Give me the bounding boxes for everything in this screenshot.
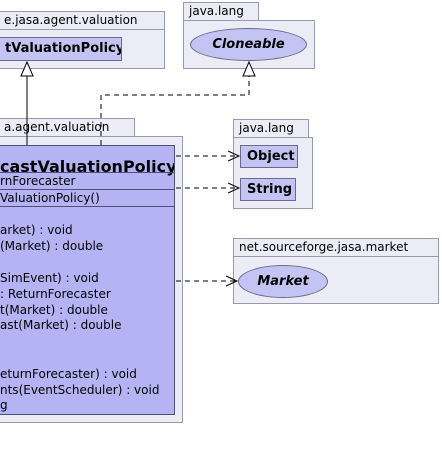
field-row: rnForecaster: [0, 174, 76, 188]
method-row: arket) : void: [0, 223, 73, 237]
realization-arrow: [100, 60, 256, 145]
method-row: ast(Market) : double: [0, 318, 122, 332]
method-row: g: [0, 398, 8, 412]
dependency-arrow-market: [176, 275, 239, 287]
package-tab-valuation-top: e.jasa.agent.valuation: [0, 11, 165, 29]
class-valuation-policy[interactable]: tValuationPolicy: [0, 37, 122, 61]
interface-cloneable[interactable]: Cloneable: [190, 28, 307, 61]
method-row: eturnForecaster) : void: [0, 367, 137, 381]
method-row: SimEvent) : void: [0, 271, 99, 285]
package-tab-java-lang-top: java.lang: [183, 2, 259, 20]
package-tab-market: net.sourceforge.jasa.market: [233, 238, 439, 256]
package-tab-java-lang-mid: java.lang: [233, 119, 309, 137]
method-row: : ReturnForecaster: [0, 287, 111, 301]
generalization-arrow: [20, 60, 34, 145]
divider: [0, 172, 174, 173]
method-row: nts(EventScheduler) : void: [0, 383, 160, 397]
divider: [0, 189, 174, 190]
class-string[interactable]: String: [240, 178, 296, 201]
divider: [0, 206, 174, 207]
dependency-arrow-string: [176, 182, 241, 194]
class-title: castValuationPolicy: [0, 157, 175, 176]
class-return-forecast-valuation-policy[interactable]: castValuationPolicy rnForecaster Valuati…: [0, 145, 175, 415]
dependency-arrow-object: [176, 150, 241, 162]
method-row: (Market) : double: [0, 239, 104, 253]
class-object[interactable]: Object: [240, 145, 298, 168]
method-row: t(Market) : double: [0, 303, 108, 317]
field-row: ValuationPolicy(): [0, 191, 100, 205]
interface-market[interactable]: Market: [238, 265, 328, 298]
